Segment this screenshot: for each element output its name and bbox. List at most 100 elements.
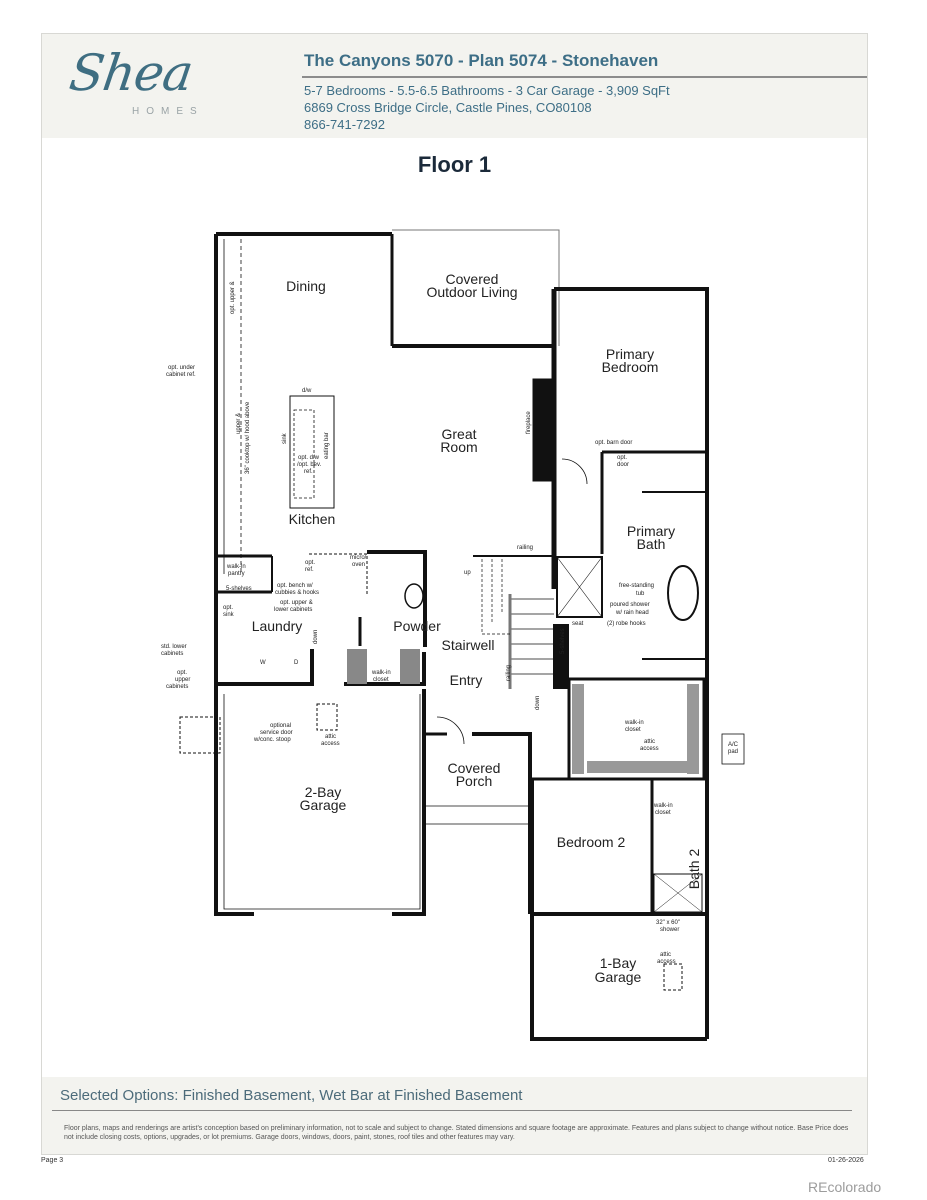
note-opt-door-2: door	[617, 462, 629, 468]
plan-phone: 866-741-7292	[304, 117, 385, 132]
note-oven: oven	[352, 562, 365, 568]
room-stairwell: Stairwell	[442, 637, 495, 653]
note-garage-attic: attic	[325, 734, 336, 740]
note-std-lower-2: cabinets	[161, 651, 183, 657]
room-2bay-garage-2: Garage	[300, 797, 347, 813]
note-std-lower: std. lower	[161, 644, 187, 650]
note-rain-head: w/ rain head	[615, 610, 649, 616]
plan-address: 6869 Cross Bridge Circle, Castle Pines, …	[304, 100, 592, 115]
room-great-room-2: Room	[440, 439, 477, 455]
note-ac-pad: pad	[728, 749, 738, 755]
note-walkin-pantry-2: pantry	[228, 571, 245, 577]
note-garage-attic-access: access	[321, 741, 340, 747]
note-dw: d/w	[302, 388, 312, 394]
note-opt-dw: opt. d/w	[298, 455, 320, 461]
note-fireplace: fireplace	[526, 411, 532, 434]
room-powder: Powder	[393, 618, 441, 634]
note-primary-walkin-closet: walk-in	[624, 720, 644, 726]
note-opt-upper-2: upper	[175, 677, 190, 683]
note-opt-sink: opt.	[223, 605, 233, 611]
note-opt-upper-lower: opt. upper &	[280, 600, 313, 606]
note-opt-ref: opt.	[305, 560, 315, 566]
note-bath-5-shelves: 5-shelves	[560, 628, 566, 654]
note-primary-walkin-closet-2: closet	[625, 727, 641, 733]
note-opt-under-cabinet: opt. under	[168, 365, 195, 371]
note-opt-upper-lower-cab: opt. upper &	[230, 281, 236, 314]
note-seat: seat	[572, 621, 584, 627]
note-shower: shower	[660, 927, 679, 933]
logo-subtitle: HOMES	[132, 106, 204, 117]
note-optional: optional	[270, 723, 291, 729]
note-bed2-walkin-closet-2: closet	[655, 810, 671, 816]
room-laundry: Laundry	[252, 618, 303, 634]
room-primary-bath-2: Bath	[637, 536, 666, 552]
note-opt-ref-2: ref.	[305, 567, 314, 573]
note-opt-barn-door: opt. barn door	[595, 440, 632, 446]
floor-title: Floor 1	[417, 152, 492, 177]
note-opt-bench: opt. bench w/	[277, 583, 313, 589]
note-attic: attic	[644, 739, 655, 745]
note-up: up	[464, 570, 471, 576]
note-conc-stoop: w/conc. stoop	[253, 737, 291, 743]
selected-options: Selected Options: Finished Basement, Wet…	[60, 1087, 523, 1104]
room-2bay-garage-1: 2-Bay	[305, 784, 342, 800]
note-robe-hooks: (2) robe hooks	[607, 621, 646, 627]
room-dining: Dining	[286, 278, 326, 294]
note-walkin-closet-2: closet	[373, 677, 389, 683]
room-1bay-garage-2: Garage	[595, 969, 642, 985]
note-ac: A/C	[728, 742, 739, 748]
note-5-shelves: 5-shelves	[226, 586, 252, 592]
room-covered-outdoor-living-1: Covered	[446, 271, 499, 287]
note-opt-under-cabinet-2: cabinet ref.	[166, 372, 196, 378]
note-bed2-walkin-closet: walk-in	[653, 803, 673, 809]
note-walkin-closet: walk-in	[371, 670, 391, 676]
note-opt-upper: opt.	[177, 670, 187, 676]
room-covered-porch-1: Covered	[448, 760, 501, 776]
room-bath-2: Bath 2	[686, 849, 702, 890]
note-cooktop: 36" cooktop w/ hood above	[245, 401, 251, 474]
note-opt-upper-lower-2: lower cabinets	[274, 607, 312, 613]
note-free-standing-tub: free-standing	[619, 583, 654, 589]
page-footer: Selected Options: Finished Basement, Wet…	[42, 1077, 867, 1154]
print-date: 01-26-2026	[828, 1157, 864, 1164]
note-shower-size: 32" x 60"	[656, 920, 680, 926]
room-covered-porch-2: Porch	[456, 773, 493, 789]
page-header: Shea HOMES The Canyons 5070 - Plan 5074 …	[42, 34, 867, 138]
note-garage1-attic: attic	[660, 952, 671, 958]
note-railing: railing	[517, 545, 533, 551]
room-bedroom-2: Bedroom 2	[557, 834, 626, 850]
note-opt-door: opt.	[617, 455, 627, 461]
floor-plan-drawing: Dining Covered Outdoor Living Primary Be…	[161, 229, 745, 1041]
room-kitchen: Kitchen	[289, 511, 336, 527]
note-tub: tub	[636, 591, 645, 597]
note-opt-sink-2: sink	[223, 612, 235, 618]
note-stair-railing: railing	[506, 665, 512, 681]
note-poured-shower: poured shower	[610, 602, 650, 608]
note-attic-access: access	[640, 746, 659, 752]
plan-specs: 5-7 Bedrooms - 5.5-6.5 Bathrooms - 3 Car…	[304, 83, 670, 98]
plan-title: The Canyons 5070 - Plan 5074 - Stonehave…	[304, 51, 659, 70]
room-primary-bedroom-2: Bedroom	[602, 359, 659, 375]
note-ref: ref.	[304, 469, 313, 475]
note-cubbies-hooks: cubbies & hooks	[275, 590, 319, 596]
room-primary-bath-1: Primary	[627, 523, 675, 539]
note-service-door: service door	[260, 730, 293, 736]
room-entry: Entry	[450, 672, 483, 688]
footer-divider	[52, 1110, 852, 1111]
shea-homes-logo: Shea HOMES	[62, 44, 262, 126]
disclaimer: Floor plans, maps and renderings are art…	[64, 1125, 849, 1141]
note-garage1-attic-access: access	[657, 959, 676, 965]
note-upper-lower-cab: upper &	[236, 413, 242, 434]
note-washer: W	[260, 660, 266, 666]
note-eating-bar: eating bar	[324, 432, 330, 459]
header-divider	[302, 76, 867, 78]
room-great-room-1: Great	[441, 426, 476, 442]
page-number: Page 3	[41, 1157, 64, 1164]
floorplan-page: Shea HOMES The Canyons 5070 - Plan 5074 …	[41, 33, 868, 1155]
note-opt-bev: /opt. bev.	[297, 462, 322, 468]
note-micro: micro/	[350, 555, 367, 561]
room-1bay-garage-1: 1-Bay	[600, 955, 637, 971]
room-covered-outdoor-living-2: Outdoor Living	[426, 284, 517, 300]
note-opt-upper-3: cabinets	[166, 684, 188, 690]
room-primary-bedroom-1: Primary	[606, 346, 654, 362]
